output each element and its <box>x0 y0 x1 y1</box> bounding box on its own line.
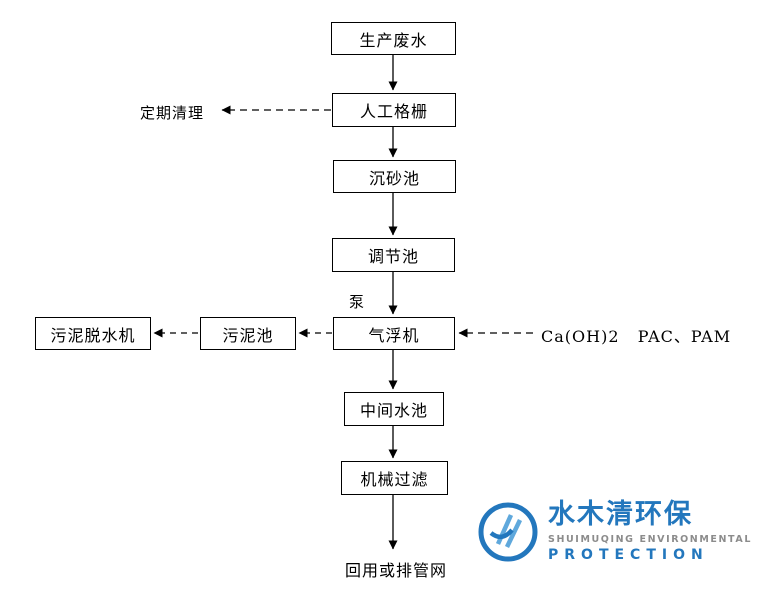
label-outlet: 回用或排管网 <box>345 561 448 580</box>
logo-subtitle-protection: PROTECTION <box>548 546 709 563</box>
logo-subtitle-english: SHUIMUQING ENVIRONMENTAL <box>548 533 752 545</box>
node-regulating-tank: 调节池 <box>332 238 455 272</box>
node-mechanical-filter: 机械过滤 <box>341 461 448 495</box>
logo-circle-icon <box>478 502 538 562</box>
logo-text: 水木清环保 SHUIMUQING ENVIRONMENTAL PROTECTIO… <box>548 500 752 563</box>
node-air-flotation: 气浮机 <box>333 317 455 350</box>
node-production-wastewater: 生产废水 <box>331 22 456 55</box>
company-logo: 水木清环保 SHUIMUQING ENVIRONMENTAL PROTECTIO… <box>476 500 752 564</box>
node-intermediate-tank: 中间水池 <box>344 392 444 426</box>
label-pump: 泵 <box>349 293 366 311</box>
node-sludge-tank: 污泥池 <box>200 317 296 350</box>
label-periodic-cleaning: 定期清理 <box>140 104 205 122</box>
logo-title: 水木清环保 <box>548 499 693 530</box>
label-chemicals: Ca(OH)2 PAC、PAM <box>541 327 732 346</box>
node-grit-chamber: 沉砂池 <box>333 160 456 193</box>
node-sludge-dewatering: 污泥脱水机 <box>35 317 151 350</box>
node-manual-screen: 人工格栅 <box>332 93 456 127</box>
